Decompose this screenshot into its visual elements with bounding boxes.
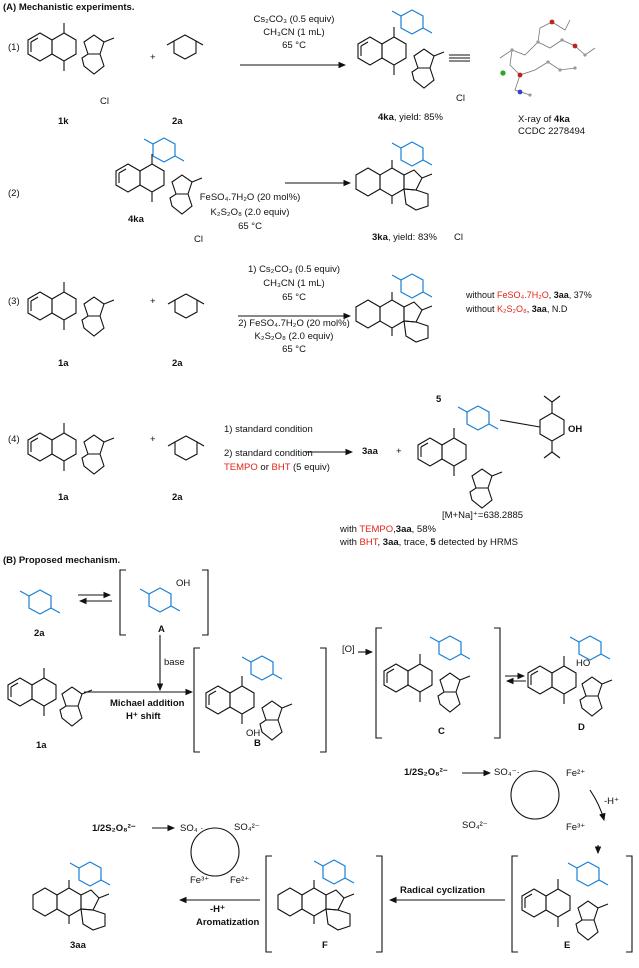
exp4-hrms: [M+Na]⁺=638.2885 [442,510,524,521]
mech-label-B: B [254,738,261,749]
exp4-plus-2: + [396,446,402,457]
exp1-label-2a: 2a [172,116,183,127]
mech-persulfate-1: 1/2S₂O₈²⁻ [404,767,448,778]
exp4-cond-1: 1) standard condition [224,424,313,435]
mech-base: base [164,657,185,668]
mech-so4-radical-2: SO₄ · [180,823,204,834]
exp1-cond-3: 65 °C [282,40,306,51]
exp3-note-2: without K₂S₂O₈, 3aa, N.D [466,304,568,314]
mech-A-oh: OH [176,578,191,589]
exp3-note-1: without FeSO₄.7H₂O, 3aa, 37% [466,290,592,300]
exp2-label-4ka: 4ka [128,214,144,225]
exp1-plus: + [150,52,156,63]
mech-label-A: A [158,624,165,635]
mech-fe3-1: Fe³⁺ [566,822,586,833]
exp3-cond-2: CH₃CN (1 mL) [263,278,325,289]
mech-so4-2: SO₄²⁻ [234,822,260,833]
exp3-label-1a: 1a [58,358,69,369]
mech-hminus-1: -H⁺ [604,796,620,807]
mech-label-3aa: 3aa [70,940,86,951]
mech-fe2-1: Fe²⁺ [566,768,586,779]
exp2-yield: 3ka, yield: 83% [372,232,437,243]
exp1-cond-2: CH₃CN (1 mL) [263,27,325,38]
section-b-title: (B) Proposed mechanism. [3,555,121,566]
mech-fe3-2: Fe³⁺ [190,875,210,886]
exp1-cond-1: Cs₂CO₃ (0.5 equiv) [253,14,335,25]
mech-label-1a: 1a [36,740,47,751]
exp2-cond-2: K₂S₂O₈ (2.0 equiv) [210,207,290,218]
mech-hshift: H⁺ shift [126,711,161,722]
exp4-number: (4) [8,434,20,445]
exp2-cond-3: 65 °C [238,221,262,232]
mech-label-E: E [564,940,571,951]
exp1-cl-left: Cl [100,96,109,107]
exp4-oh: OH [568,424,583,435]
section-a-title: (A) Mechanistic experiments. [3,2,135,13]
exp4-result-2: with BHT, 3aa, trace, 5 detected by HRMS [340,537,518,548]
exp2-cl-right: Cl [454,232,463,243]
mech-B-oh: OH [246,728,261,739]
exp2-cl-left: Cl [194,234,203,245]
mech-label-C: C [438,726,445,737]
exp4-prod-5: 5 [436,394,442,405]
mech-label-F: F [322,940,328,951]
mech-aromatization: Aromatization [196,917,260,928]
exp2-cond-1: FeSO₄.7H₂O (20 mol%) [199,192,301,203]
mech-persulfate-2: 1/2S₂O₈²⁻ [92,823,136,834]
exp1-number: (1) [8,42,20,53]
exp1-label-1k: 1k [58,116,69,127]
exp4-label-2a: 2a [172,492,183,503]
exp3-cond-5: K₂S₂O₈ (2.0 equiv) [254,331,334,342]
mech-so4-1: SO₄²⁻ [462,820,488,831]
mech-label-2a: 2a [34,628,45,639]
exp1-xray: X-ray of 4ka [518,114,570,125]
exp3-cond-3: 65 °C [282,292,306,303]
exp3-number: (3) [8,296,20,307]
mech-hminus-2: -H⁺ [210,904,226,915]
mech-radical-cyclization: Radical cyclization [400,885,486,896]
exp3-cond-6: 65 °C [282,344,306,355]
exp3-cond-4: 2) FeSO₄.7H₂O (20 mol%) [238,318,350,329]
exp3-plus: + [150,296,156,307]
mech-fe2-2: Fe²⁺ [230,875,250,886]
exp2-number: (2) [8,188,20,199]
exp4-prod-3aa: 3aa [362,446,378,457]
exp3-label-2a: 2a [172,358,183,369]
mech-label-D: D [578,722,585,733]
mech-michael: Michael addition [110,698,185,709]
mech-D-ho: HO [576,658,591,669]
exp1-cl-right: Cl [456,93,465,104]
exp4-cond-2: 2) standard condition [224,448,313,459]
exp4-plus: + [150,434,156,445]
exp1-ccdc: CCDC 2278494 [518,126,586,137]
exp4-cond-3: TEMPO or BHT (5 equiv) [224,462,330,473]
exp1-yield: 4ka, yield: 85% [378,112,443,123]
exp4-label-1a: 1a [58,492,69,503]
mech-so4-radical-1: SO₄⁻· [494,767,520,778]
exp3-cond-1: 1) Cs₂CO₃ (0.5 equiv) [247,264,341,275]
exp4-result-1: with TEMPO,3aa, 58% [340,524,436,535]
mech-ox: [O] [342,644,355,655]
